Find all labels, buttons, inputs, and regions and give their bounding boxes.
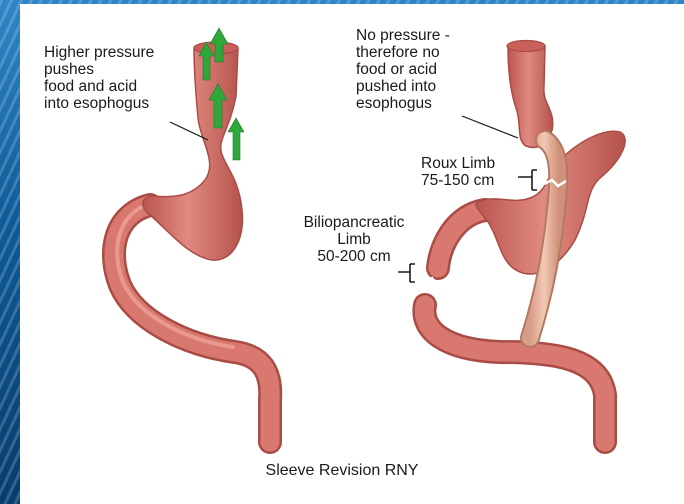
sleeve-stomach — [143, 48, 243, 260]
pouch-top-opening — [507, 41, 545, 52]
bilio-bracket — [398, 264, 415, 282]
biliopancreatic-limb-label: Biliopancreatic Limb 50-200 cm — [302, 214, 406, 265]
roux-limb-label: Roux Limb 75-150 cm — [421, 155, 495, 189]
figure-caption: Sleeve Revision RNY — [0, 462, 684, 480]
right-pointer-line — [462, 116, 518, 138]
right-pressure-label: No pressure - therefore no food or acid … — [356, 27, 450, 112]
left-pressure-label: Higher pressure pushes food and acid int… — [44, 44, 154, 112]
roux-bracket — [518, 170, 537, 190]
